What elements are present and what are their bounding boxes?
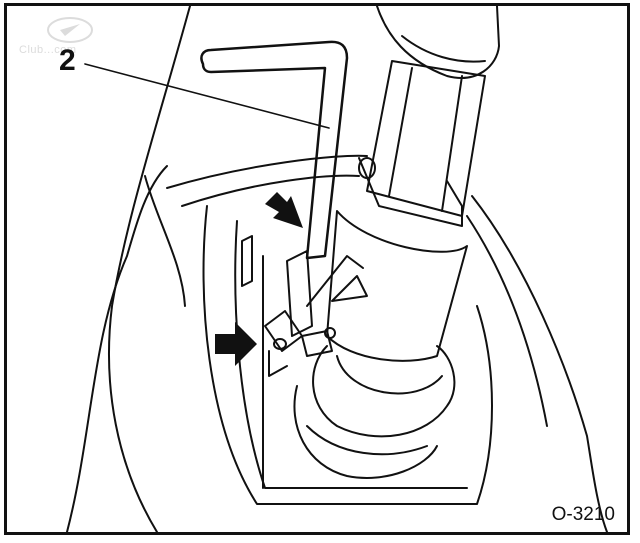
callout-label-2: 2	[59, 44, 76, 77]
console-left-edge	[66, 165, 168, 532]
boot-fold	[401, 35, 486, 63]
watermark-logo: Club...com	[15, 14, 125, 60]
boot-top	[376, 6, 500, 79]
lever-tube-line-2	[441, 75, 463, 212]
lower-housing-ring	[336, 355, 443, 395]
lower-housing	[312, 345, 456, 438]
console-inner-curve	[144, 175, 186, 307]
console-right-curve	[471, 195, 608, 532]
figure-code: O-3210	[551, 504, 615, 525]
locking-latch	[286, 250, 313, 337]
illustration-frame: Club...com	[4, 3, 630, 535]
clamp-collar	[358, 157, 463, 227]
arrow-right-icon	[215, 322, 257, 366]
lever-housing	[326, 210, 468, 362]
lever-tube-line-1	[388, 67, 413, 197]
hex-key-tool	[200, 40, 349, 260]
clamp-bolt	[358, 157, 376, 179]
latch-lower	[301, 330, 333, 357]
console-outer-curve	[108, 6, 191, 532]
clip-stem	[268, 350, 288, 377]
callout-leader	[84, 63, 330, 129]
arrow-down-right-icon	[265, 192, 303, 228]
base-blob	[293, 385, 438, 479]
watermark-text: Club...com	[19, 44, 77, 56]
shift-recess	[202, 205, 493, 505]
release-clip-hole	[273, 338, 287, 350]
release-clip	[264, 310, 303, 352]
console-right-inner	[466, 215, 548, 427]
tunnel-top-edge	[166, 154, 368, 189]
lever-tube	[366, 60, 486, 217]
housing-triangle	[331, 275, 368, 302]
tunnel-top-edge-inner	[181, 174, 360, 207]
base-contour	[306, 425, 428, 456]
gear-shift-drawing	[66, 6, 608, 532]
housing-ridge	[306, 255, 364, 307]
wall-tab	[241, 235, 253, 287]
shift-recess-inner	[234, 220, 468, 489]
latch-hole	[324, 327, 336, 339]
